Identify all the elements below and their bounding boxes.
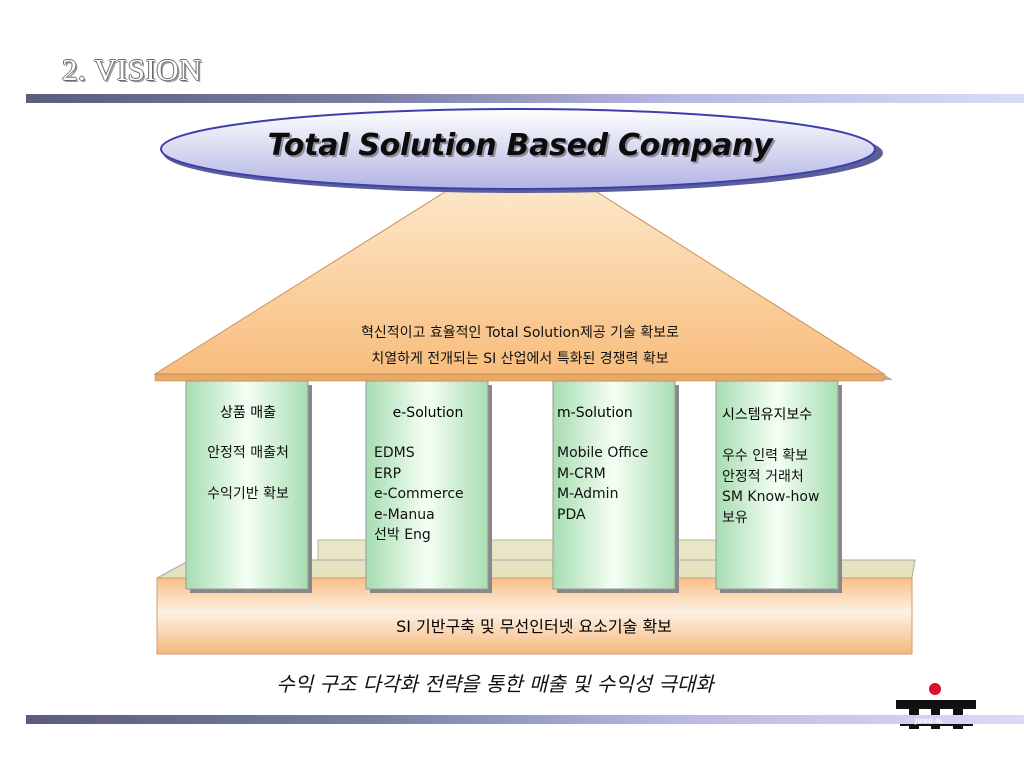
pillar-3-line: M-CRM — [557, 465, 606, 482]
roof-line-2: 치열하게 전개되는 SI 산업에서 특화된 경쟁력 확보 — [371, 351, 669, 367]
pillar-1-line: 수익기반 확보 — [207, 486, 289, 502]
pillar-2 — [365, 380, 489, 590]
slide-title: 2. VISION — [62, 52, 202, 87]
logo-subtext: JUNG-IL — [915, 718, 943, 725]
pillar-4 — [715, 380, 839, 590]
pillar-2-line: ERP — [374, 465, 402, 482]
vision-banner-title: Total Solution Based Company — [267, 128, 773, 163]
pillar-3-line: PDA — [557, 506, 586, 523]
banner-oval — [160, 108, 876, 190]
pillar-3-line: M-Admin — [557, 486, 619, 502]
pillar-2-line: e-Manua — [374, 506, 435, 523]
pillar-1-line — [192, 464, 304, 485]
pillar-4-line: SM Know-how — [722, 489, 820, 505]
pillar-3 — [552, 380, 676, 590]
pillar-2-body: EDMS ERP e-Commerce e-Manua 선박 Eng — [374, 443, 486, 546]
pillar-4-line: 안정적 거래처 — [722, 468, 804, 485]
pillar-1-body: 안정적 매출처 수익기반 확보 — [192, 443, 304, 505]
strategy-tagline: 수익 구조 다각화 전략을 통한 매출 및 수익성 극대화 — [276, 672, 714, 696]
pillar-4-line: 보유 — [722, 509, 748, 526]
pillar-2-line: EDMS — [374, 445, 415, 461]
pillar-2-title: e-Solution — [392, 405, 464, 421]
roof-statement: 혁신적이고 효율적인 Total Solution제공 기술 확보로 치열하게 … — [220, 320, 820, 372]
pillar-4-title: 시스템유지보수 — [722, 407, 813, 423]
pillar-1-line: 안정적 매출처 — [207, 445, 289, 461]
roof-line-1: 혁신적이고 효율적인 Total Solution제공 기술 확보로 — [360, 325, 680, 341]
pillar-4-line: 우수 인력 확보 — [722, 448, 809, 464]
pillar-2-line: e-Commerce — [374, 486, 464, 502]
pillar-1-title: 상품 매출 — [220, 405, 276, 421]
pillar-3-title: m-Solution — [557, 405, 633, 421]
pillar-3-body: Mobile Office M-CRM M-Admin PDA — [557, 443, 669, 525]
top-divider — [26, 94, 1024, 103]
pillar-2-line: 선박 Eng — [374, 527, 431, 543]
base-statement: SI 기반구축 및 무선인터넷 요소기술 확보 — [396, 617, 672, 636]
pillar-4-body: 우수 인력 확보 안정적 거래처 SM Know-how 보유 — [722, 446, 842, 528]
pillar-3-line: Mobile Office — [557, 445, 649, 461]
bottom-divider — [26, 715, 1024, 724]
roof-eave — [154, 373, 885, 382]
